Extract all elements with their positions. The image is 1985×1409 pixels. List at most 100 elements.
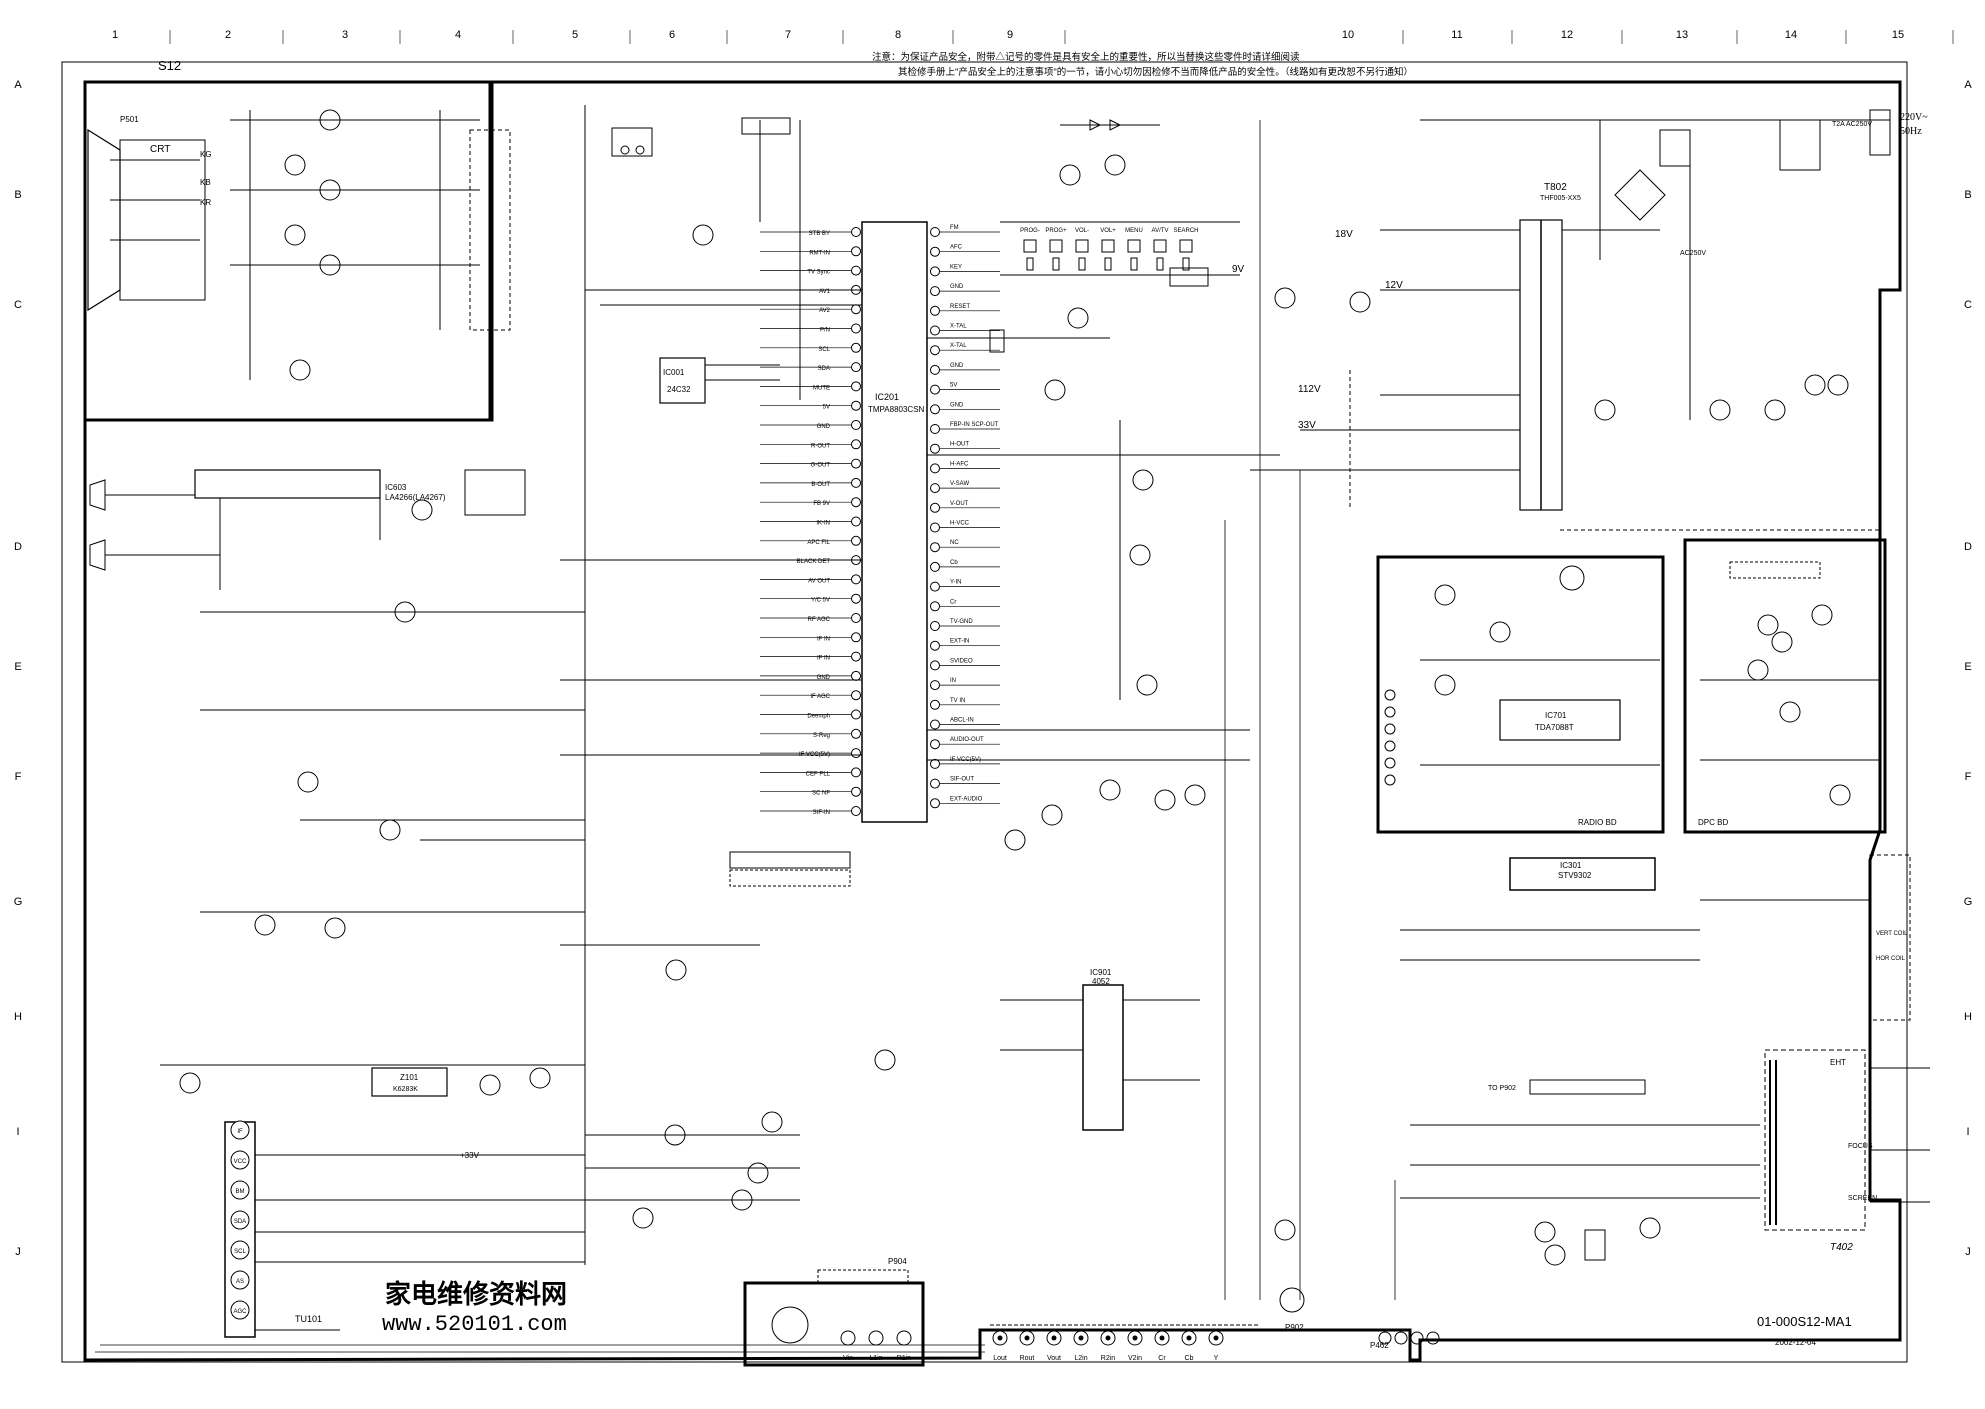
ic201-pin-right	[930, 404, 940, 415]
grid-row-B: B	[14, 189, 21, 201]
key-resistor	[1130, 257, 1138, 271]
p462-jack	[1410, 1331, 1424, 1345]
ic201-pin-left	[851, 651, 861, 662]
ic201-pin-label-left: AV1	[819, 289, 831, 295]
grid-col-3: 3	[342, 29, 348, 41]
radio-connector-pin	[1384, 706, 1396, 718]
av-out-jack-label: R2in	[1101, 1355, 1116, 1362]
ic201-pin-label-right: KEY	[950, 264, 962, 270]
ic201-pin-left	[851, 767, 861, 778]
av-out-jack	[1100, 1330, 1116, 1346]
ic901-part: 4052	[1092, 977, 1110, 986]
sif-header	[729, 851, 851, 887]
key-label: VOL-	[1075, 228, 1089, 234]
grid-row-A: A	[14, 79, 22, 91]
ic301-label: IC301	[1560, 861, 1582, 870]
dpc-board: DPC BD	[1683, 538, 1887, 834]
ic201-pin-left	[851, 690, 861, 701]
p462-jack	[1394, 1331, 1408, 1345]
ic201-pin-label-left: 5V	[823, 405, 830, 411]
ic201-pin-label-right: GND	[950, 363, 964, 369]
av-out-jack	[1046, 1330, 1062, 1346]
ic201-pin-label-right: Cb	[950, 560, 958, 566]
outer-border	[61, 61, 1908, 1363]
ic201-pin-label-right: IN	[950, 678, 956, 684]
p462-label: P462	[1370, 1341, 1389, 1350]
ic201-pin-right	[930, 424, 940, 434]
ic201-pin-left	[851, 786, 861, 797]
ic201-pin-label-right: Y-IN	[950, 580, 961, 586]
key-resistor	[1104, 257, 1112, 271]
ic201-pin-label-right: EXT-IN	[950, 639, 969, 645]
ic201-pin-label-left: Y/C 5V	[811, 598, 830, 604]
ic201-pin-label-right: ABCL-IN	[950, 718, 974, 724]
svg-text:KB: KB	[200, 178, 211, 187]
mains-voltage: 220V~	[1900, 112, 1928, 123]
ic201-pin-right	[930, 758, 940, 769]
ic201-pin-label-left: G-OUT	[811, 463, 831, 469]
av-out-jack-label: Cb	[1185, 1355, 1194, 1362]
ic201-pin-label-left: RMT-IN	[809, 250, 830, 256]
ic201-pin-left	[851, 400, 861, 411]
av-out-jack	[992, 1330, 1008, 1346]
tuner-pin	[230, 1270, 250, 1290]
video-switch-area	[927, 674, 1250, 851]
tuner-pin-label: AGC	[233, 1309, 247, 1315]
tuner-pin-label: AS	[236, 1279, 244, 1285]
ic201-pin-left	[851, 342, 861, 353]
key-switch	[1179, 239, 1193, 253]
av-out-jack-label: Y	[1214, 1355, 1219, 1362]
key-switch	[1127, 239, 1141, 253]
ic201-pin-label-right: SIF-OUT	[950, 777, 974, 783]
grid-row-E-right: E	[1964, 661, 1971, 673]
ic701-label: IC701	[1545, 711, 1567, 720]
watermark-chinese: 家电维修资料网	[385, 1279, 567, 1309]
tuner-pin-label: BM	[236, 1189, 245, 1195]
audio-switch-ic: IC901 4052	[1000, 968, 1200, 1131]
crt-label: CRT	[150, 144, 170, 155]
ic201-pin-label-left: SIF-IN	[813, 810, 830, 816]
ic201-pin-left	[851, 574, 861, 585]
av-out-jack-pin	[1105, 1335, 1111, 1341]
p462-jack	[1378, 1331, 1392, 1345]
key-switch	[1101, 239, 1115, 253]
ic201-pin-right	[930, 739, 940, 750]
ic201-pin-right	[930, 522, 940, 533]
grid-row-A-right: A	[1964, 79, 1972, 91]
rgb-output-stages: P501	[120, 109, 511, 381]
ic201-pin-label-right: NC	[950, 540, 959, 546]
ic201-pin-left	[851, 593, 861, 604]
ic201-pin-right	[930, 305, 940, 316]
ic603-label: IC603	[385, 483, 407, 492]
grid-col-11: 11	[1451, 29, 1462, 41]
av-out-jack-label: Vout	[1047, 1355, 1061, 1362]
grid-row-G: G	[14, 896, 23, 908]
ic201-pin-left	[851, 458, 861, 469]
ic201-pin-label-left: SDA	[818, 366, 830, 372]
p501-label: P501	[120, 115, 139, 124]
av-out-jack	[1181, 1330, 1197, 1346]
av-out-jack	[1154, 1330, 1170, 1346]
grid-row-F-right: F	[1965, 771, 1972, 783]
svg-text:KG: KG	[200, 150, 212, 159]
grid-col-7: 7	[785, 29, 791, 41]
grid-col-8: 8	[895, 29, 901, 41]
z101-label: Z101	[400, 1073, 419, 1082]
av-in-jack	[840, 1330, 856, 1346]
if-section: Z101 K6283K	[160, 709, 585, 1097]
key-label: SEARCH	[1173, 228, 1198, 234]
ic201-pin-left	[851, 497, 861, 508]
eht-label: EHT	[1830, 1058, 1846, 1067]
grid-row-F: F	[15, 771, 22, 783]
ir-receiver-area	[600, 117, 862, 400]
ic201-pin-right	[930, 443, 940, 454]
screen-label: SCREEN	[1848, 1195, 1877, 1202]
av-in-jack	[896, 1330, 912, 1346]
grid-col-1: 1	[112, 29, 118, 41]
ic201-pin-label-right: AUDIO-OUT	[950, 737, 984, 743]
crt-socket: CRT KG KB KR	[87, 128, 212, 312]
